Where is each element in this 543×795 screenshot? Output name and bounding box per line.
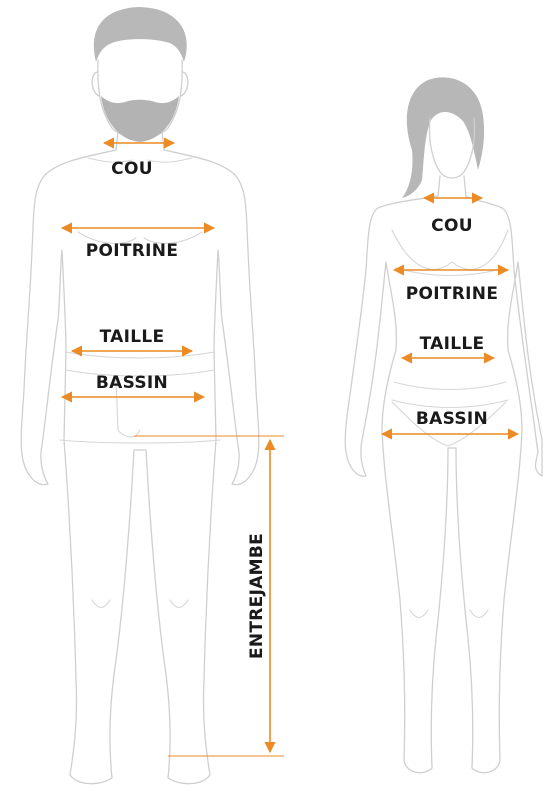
man-hair: [94, 7, 187, 62]
woman-hips-label: BASSIN: [416, 409, 488, 429]
man-figure: [21, 7, 259, 784]
woman-waist-label: TAILLE: [420, 334, 485, 354]
woman-waist-measure: TAILLE: [402, 334, 494, 358]
man-hips-measure: BASSIN: [62, 373, 204, 397]
woman-neck-label: COU: [431, 216, 473, 236]
woman-body-outline: [345, 196, 542, 773]
woman-neck-measure: COU: [424, 198, 482, 236]
man-neck-label: COU: [111, 159, 153, 179]
man-waist-label: TAILLE: [100, 327, 165, 347]
woman-chest-label: POITRINE: [406, 284, 499, 304]
man-waist-measure: TAILLE: [72, 327, 192, 351]
man-beard: [101, 96, 179, 142]
man-inseam-label: ENTREJAMBE: [247, 533, 267, 659]
man-hips-label: BASSIN: [96, 373, 168, 393]
man-chest-measure: POITRINE: [62, 228, 214, 261]
woman-hair: [402, 77, 484, 198]
man-chest-label: POITRINE: [86, 241, 179, 261]
